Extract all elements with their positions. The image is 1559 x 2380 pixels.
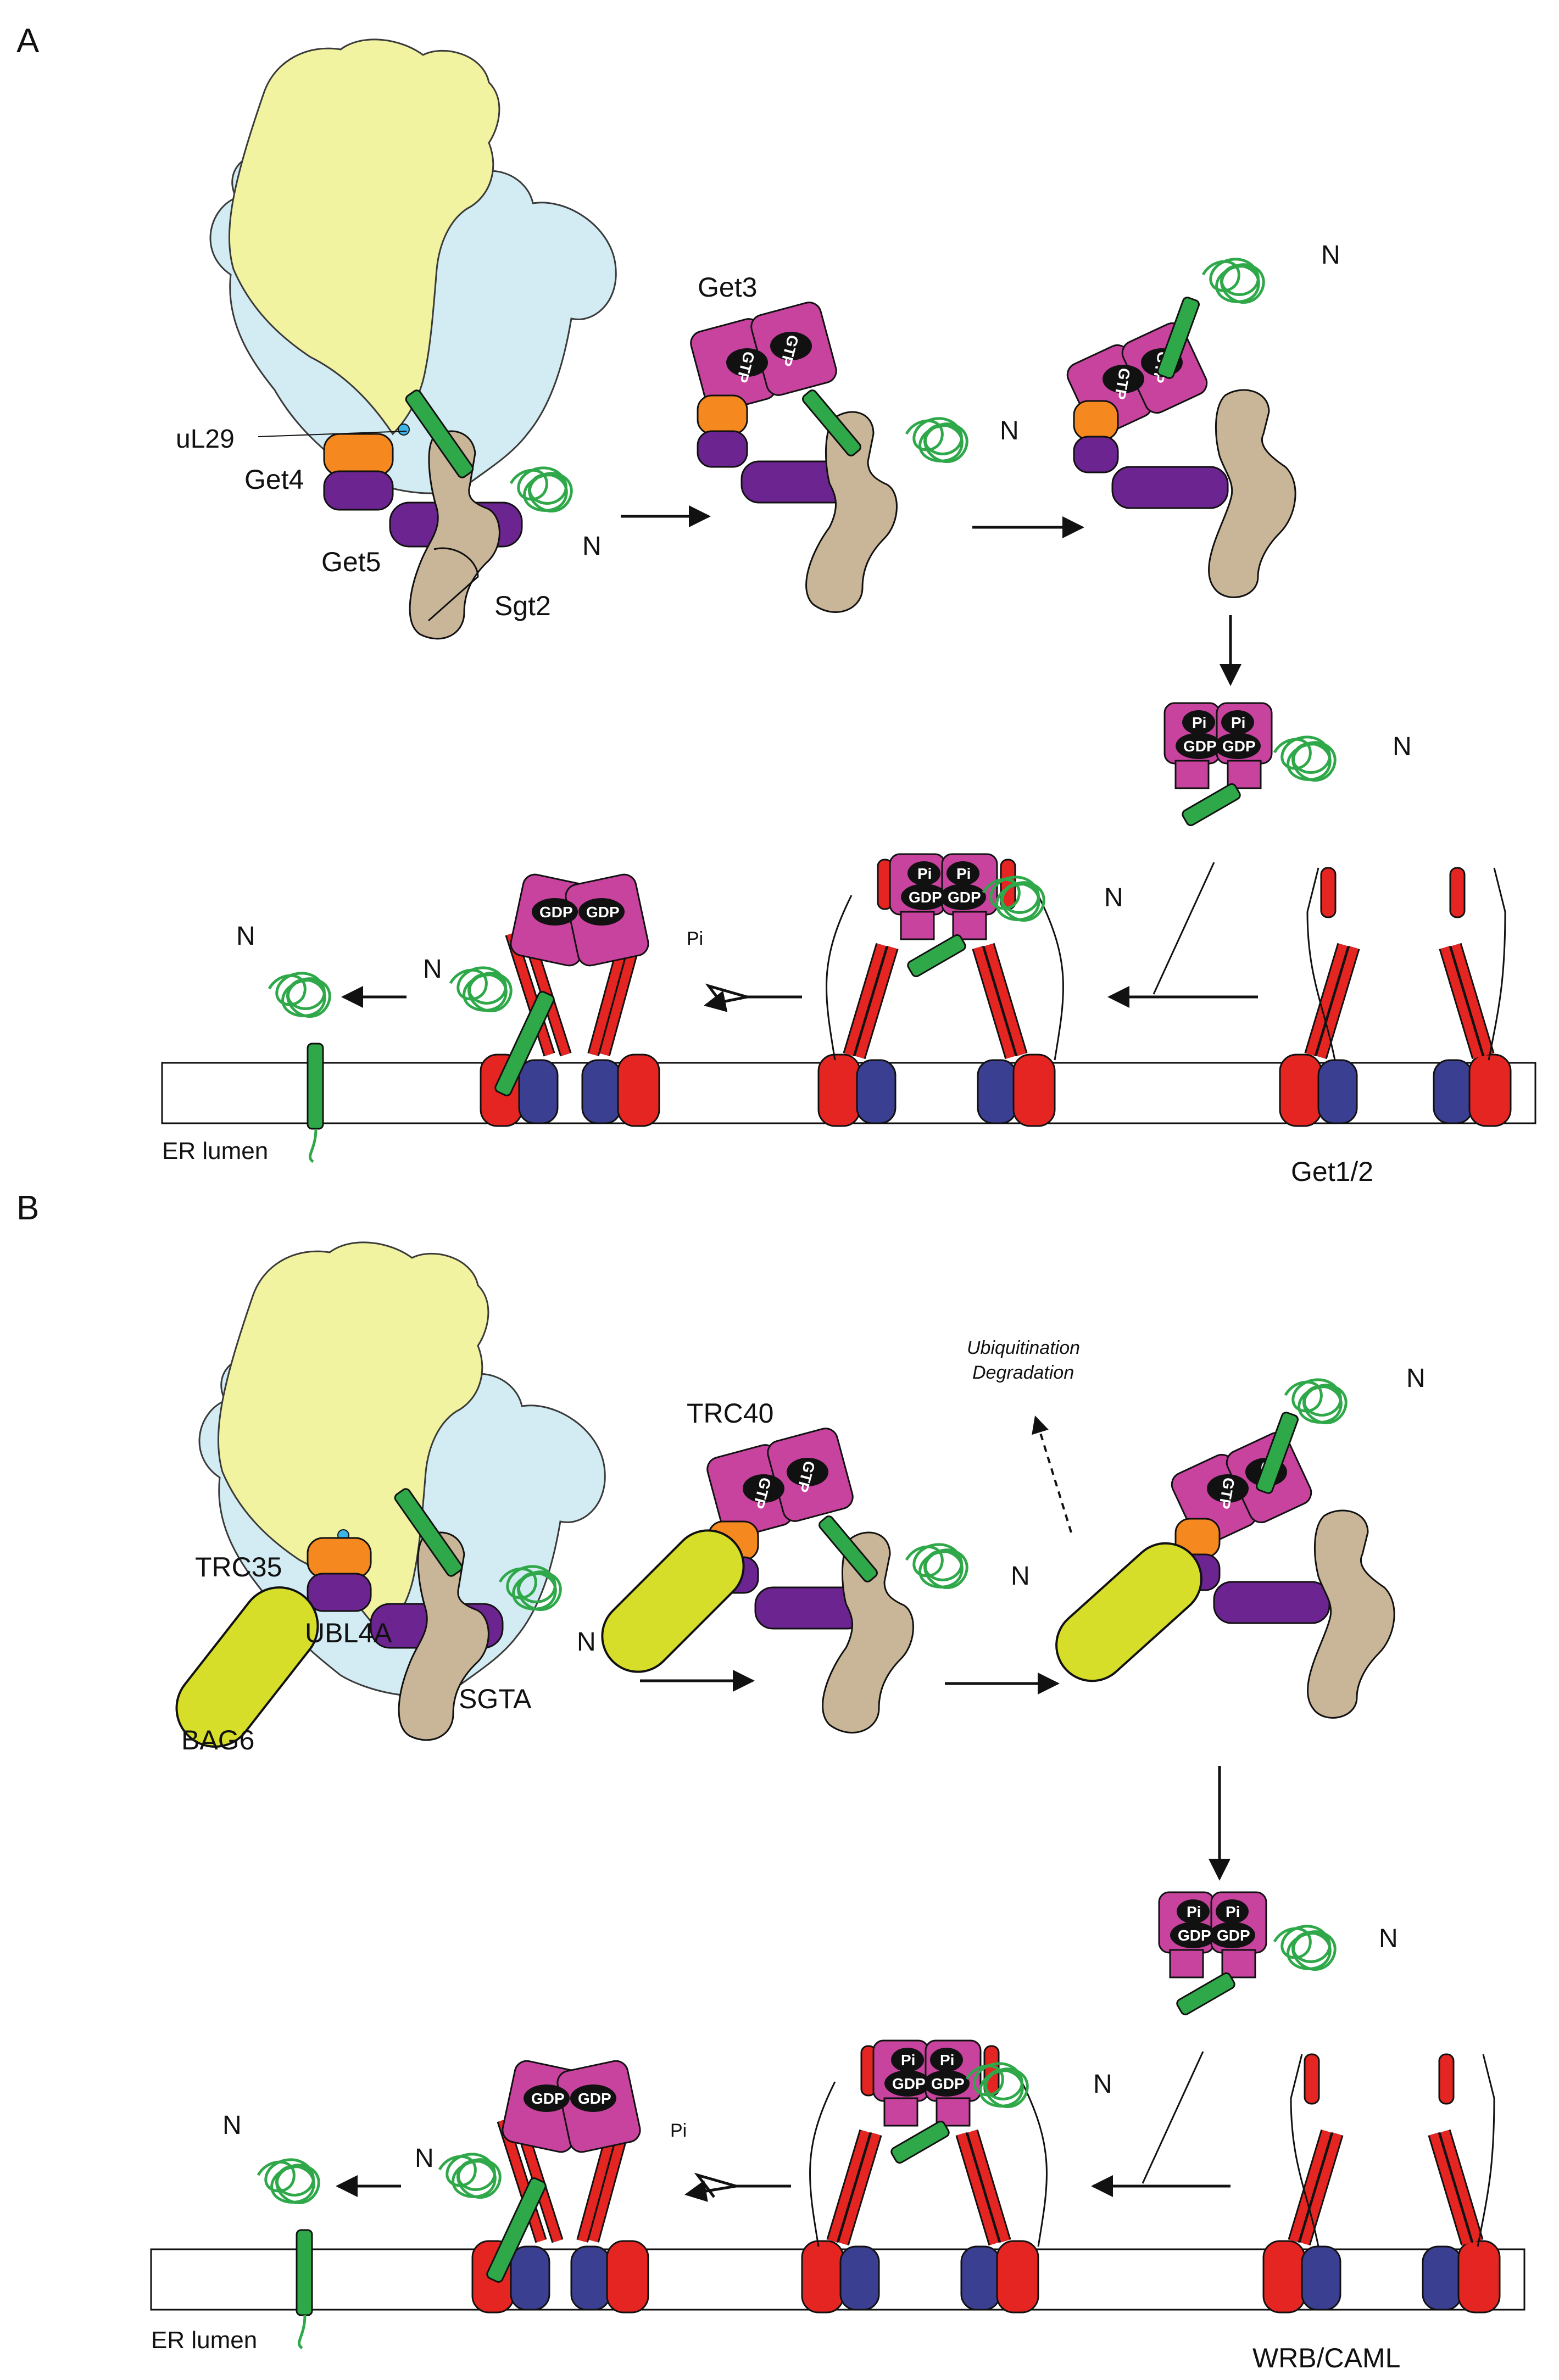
nucleotide-gdp: GDP <box>931 2075 965 2092</box>
panel-a: A uL29 Get4 Get5 Sgt2 N Get3 <box>16 22 1536 1187</box>
nucleotide-pi: Pi <box>1192 714 1206 731</box>
nucleotide-pi: Pi <box>940 2052 954 2069</box>
phosphate-label: Pi <box>670 2120 687 2141</box>
arrow <box>704 990 748 1012</box>
panel-letter: A <box>16 22 40 60</box>
nucleotide-gdp: GDP <box>1222 738 1256 755</box>
pretargeting-complex <box>323 389 571 640</box>
phosphate-label: Pi <box>687 928 703 949</box>
substrate-tangle <box>511 468 571 511</box>
nucleotide-pi: Pi <box>901 2052 915 2069</box>
nucleotide-pi: Pi <box>917 865 932 882</box>
label-trc40: TRC40 <box>687 1398 773 1429</box>
tail-anchor-helix <box>405 389 474 478</box>
n-terminus: N <box>1393 732 1412 761</box>
n-terminus: N <box>1011 1562 1030 1591</box>
wrb-caml-receptor-free <box>1262 2053 1501 2314</box>
trc40-loading-complex: TRC40 GTP GTP N <box>601 1398 1030 1734</box>
n-terminus: N <box>222 2111 242 2140</box>
sgta-cochaperone <box>398 1531 489 1741</box>
n-terminus: N <box>1406 1364 1426 1393</box>
arrow <box>684 2180 737 2202</box>
nucleotide-gdp: GDP <box>1217 1927 1250 1944</box>
trc40-transfer-complex: GTP GTP N <box>1055 1364 1426 1719</box>
label-sgt2: Sgt2 <box>494 590 551 621</box>
label-receptor: WRB/CAML <box>1252 2343 1400 2373</box>
n-terminus: N <box>1321 241 1340 270</box>
wrb-caml-receptor-insertion: GDP GDP N <box>415 2060 649 2314</box>
n-terminus: N <box>1379 1924 1398 1953</box>
ribosome-small-subunit <box>217 1241 489 1638</box>
n-terminus: N <box>1093 2070 1112 2099</box>
nucleotide-pi: Pi <box>1231 714 1245 731</box>
get1-2-receptor-free <box>1279 867 1512 1127</box>
sgt2-cochaperone <box>409 430 500 640</box>
get3-transfer-complex: GTP GTP N <box>1066 241 1340 598</box>
ribosome-small-subunit <box>228 38 500 436</box>
get1-2-receptor-docking: Pi Pi GDP GDP N <box>817 853 1123 1127</box>
n-terminus: N <box>415 2144 434 2173</box>
label-receptor: Get1/2 <box>1291 1156 1373 1187</box>
label-sgta: SGTA <box>459 1684 532 1714</box>
get4-orange <box>323 433 394 476</box>
nucleotide-gdp: GDP <box>539 904 573 921</box>
label-ubl4a: UBL4A <box>305 1618 392 1648</box>
nucleotide-gdp: GDP <box>1178 1927 1211 1944</box>
ul29-marker <box>398 423 410 436</box>
get4-purple <box>323 470 394 511</box>
label-get4: Get4 <box>244 464 304 495</box>
inserted-tail-anchored-protein: N <box>236 922 330 1163</box>
ribosome <box>209 38 617 494</box>
nucleotide-gdp: GDP <box>948 889 981 906</box>
panel-letter: B <box>16 1189 39 1227</box>
label-ul29: uL29 <box>176 425 235 454</box>
nucleotide-gdp: GDP <box>578 2090 611 2107</box>
n-terminus: N <box>423 955 442 984</box>
note-ubiquitination: Ubiquitination <box>967 1337 1080 1358</box>
get3-loading-complex: Get3 GTP GTP N <box>690 272 1019 613</box>
nucleotide-pi: Pi <box>956 865 971 882</box>
n-terminus: N <box>1000 416 1019 445</box>
n-terminus: N <box>582 532 602 561</box>
label-lumen: ER lumen <box>151 2327 257 2354</box>
n-terminus: N <box>236 922 255 951</box>
free-get3-dimer: Pi Pi GDP GDP N <box>1163 702 1412 827</box>
nucleotide-gdp: GDP <box>586 904 620 921</box>
n-terminus: N <box>577 1627 596 1657</box>
nucleotide-gdp: GDP <box>1183 738 1217 755</box>
nucleotide-pi: Pi <box>1187 1903 1201 1920</box>
nucleotide-gdp: GDP <box>909 889 942 906</box>
panel-b: B N TRC35 UBL4A BAG6 SGTA TRC40 GT <box>16 1189 1525 2373</box>
label-trc35: TRC35 <box>195 1552 282 1582</box>
inserted-tail-anchored-protein: N <box>222 2111 319 2350</box>
n-terminus: N <box>1104 883 1123 912</box>
get1-2-receptor-insertion: GDP GDP N <box>423 873 660 1127</box>
label-lumen: ER lumen <box>162 1138 268 1164</box>
label-bag6: BAG6 <box>181 1725 254 1755</box>
degradation-arrow <box>1032 1415 1072 1533</box>
wrb-caml-receptor-docking: Pi Pi GDP GDP N <box>801 2039 1112 2314</box>
pretargeting-complex: N <box>175 1488 596 1748</box>
label-get5: Get5 <box>321 547 381 577</box>
nucleotide-gdp: GDP <box>531 2090 565 2107</box>
nucleotide-pi: Pi <box>1226 1903 1240 1920</box>
note-degradation: Degradation <box>972 1362 1074 1383</box>
free-trc40-dimer: Pi Pi GDP GDP N <box>1158 1891 1398 2016</box>
label-get3: Get3 <box>698 272 757 303</box>
nucleotide-gdp: GDP <box>892 2075 926 2092</box>
bag6 <box>175 1586 319 1748</box>
